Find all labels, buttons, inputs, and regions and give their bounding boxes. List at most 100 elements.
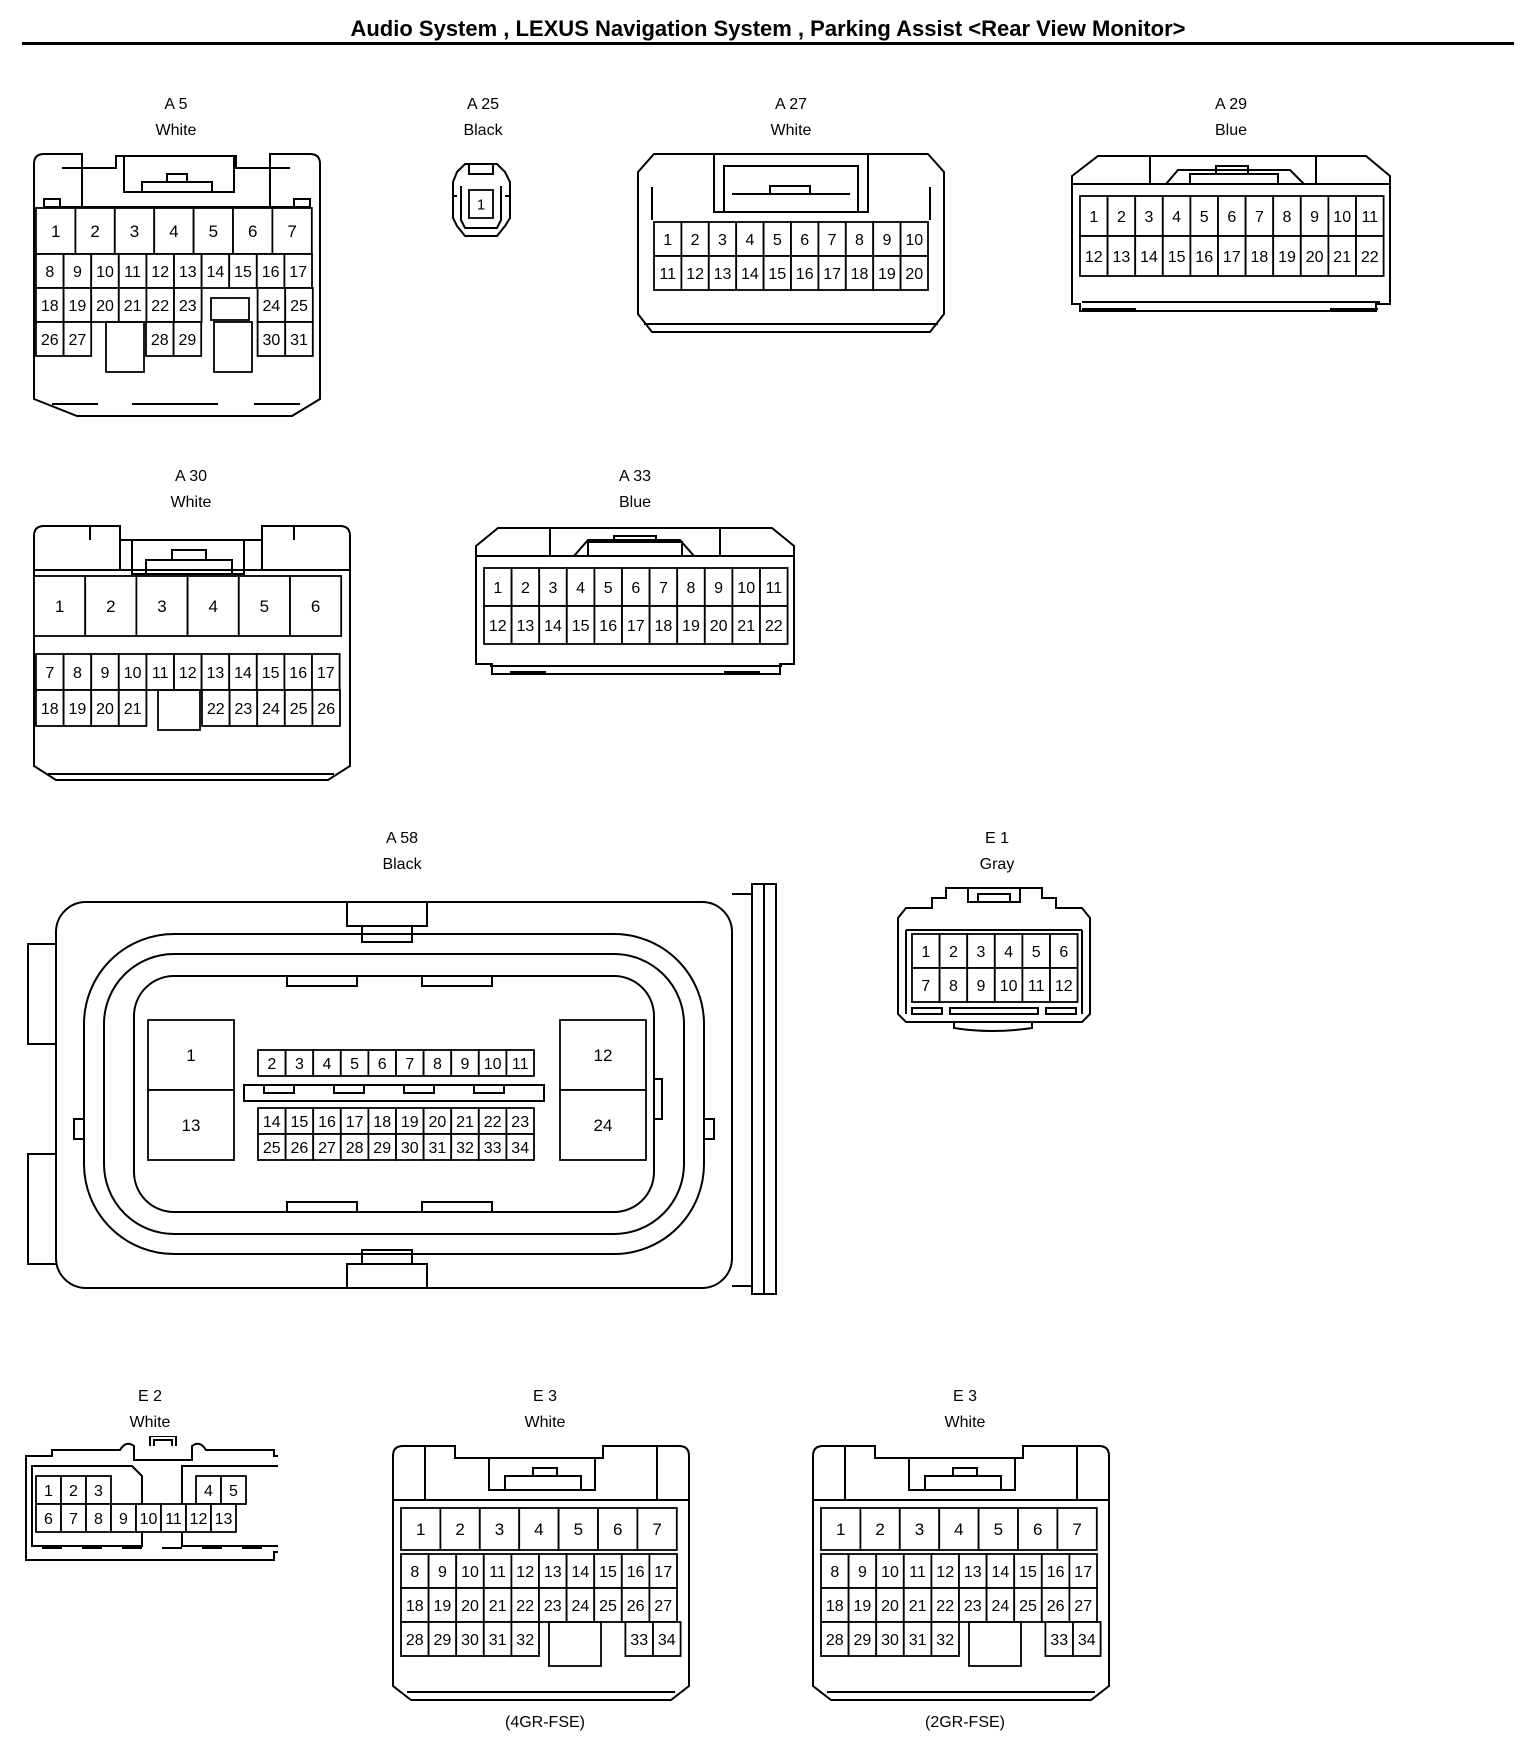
pin-number: 11	[765, 580, 782, 597]
pin-number: 19	[69, 298, 87, 315]
pin-cell	[35, 1475, 62, 1505]
pin: 14	[538, 605, 568, 645]
pin: 19	[1272, 235, 1302, 277]
pin-cell	[201, 689, 231, 727]
pin-cell	[1079, 235, 1109, 277]
pin: 14	[200, 253, 231, 289]
pin-number: 4	[576, 580, 585, 597]
pin: 5	[593, 567, 623, 607]
pin-cell	[762, 255, 792, 291]
pin: 9	[966, 967, 996, 1003]
pin-number: 22	[207, 701, 225, 718]
pin-number: 13	[517, 618, 535, 635]
pin: 9	[847, 1553, 878, 1589]
pin: 17	[648, 1553, 678, 1589]
pin: 2	[859, 1507, 901, 1551]
pin-number: 4	[323, 1056, 332, 1073]
connector-color: White	[524, 1414, 566, 1431]
pin: 14	[228, 653, 258, 691]
pin-cell	[1189, 235, 1219, 277]
pin-number: 5	[604, 580, 613, 597]
connector-note: (2GR-FSE)	[925, 1714, 1005, 1731]
pin-number: 15	[1168, 249, 1186, 266]
pin: 2	[60, 1475, 87, 1505]
pin-cell	[35, 653, 65, 691]
connector-color: Blue	[618, 494, 652, 511]
pin-number: 8	[855, 232, 864, 249]
pin-cell	[636, 1507, 678, 1551]
pin: 7	[271, 207, 313, 255]
pin: 16	[593, 605, 623, 645]
pin-number: 24	[992, 1598, 1010, 1615]
pin: 29	[847, 1621, 878, 1657]
pin-number: 21	[909, 1598, 927, 1615]
pin: 14	[985, 1553, 1016, 1589]
pin-number: 3	[549, 580, 558, 597]
pin-number: 19	[401, 1114, 419, 1131]
pin-cell	[135, 575, 189, 637]
pin: 32	[930, 1621, 960, 1657]
pin-number: 9	[101, 665, 110, 682]
pin-cell	[450, 1049, 480, 1077]
pin: 26	[311, 689, 341, 727]
pin-number: 9	[119, 1511, 128, 1528]
pin-number: 7	[1072, 1520, 1081, 1539]
pin-number: 12	[1085, 249, 1103, 266]
pin: 1	[147, 1019, 235, 1091]
pin: 11	[759, 567, 789, 607]
pin-number: 18	[41, 701, 59, 718]
pin-number: 7	[405, 1056, 414, 1073]
pin-cell	[400, 1553, 430, 1589]
pin-number: 32	[936, 1632, 954, 1649]
pin: 1	[33, 575, 87, 637]
pin-cell	[400, 1621, 430, 1657]
pin: 17	[1068, 1553, 1098, 1589]
pin: 17	[311, 653, 341, 691]
pin-number: 29	[854, 1632, 872, 1649]
pin-number: 18	[1251, 249, 1269, 266]
pin-number: 17	[654, 1564, 672, 1581]
pin: 15	[228, 253, 258, 289]
pin-number: 4	[954, 1520, 963, 1539]
pin-cell	[565, 567, 596, 607]
pin: 11	[1021, 967, 1051, 1003]
pin: 28	[339, 1133, 370, 1161]
pin: 14	[565, 1553, 596, 1589]
pin: 19	[872, 255, 902, 291]
pin: 13	[147, 1089, 235, 1161]
pin: 11	[653, 255, 683, 291]
pin: 25	[593, 1587, 623, 1623]
pin: 16	[620, 1553, 651, 1589]
pin-cell	[731, 605, 761, 645]
pin-number: 2	[1117, 209, 1126, 226]
pin-number: 34	[658, 1632, 676, 1649]
pin-number: 5	[773, 232, 782, 249]
connector-color: White	[129, 1414, 171, 1431]
pin-number: 11	[1028, 978, 1045, 995]
pin: 23	[958, 1587, 988, 1623]
connector-id: E 1	[984, 830, 1009, 847]
pin-number: 28	[151, 332, 169, 349]
pin: 13	[1106, 235, 1137, 277]
pin: 11	[145, 653, 175, 691]
pin-number: 33	[1050, 1632, 1068, 1649]
pin-number: 19	[434, 1598, 452, 1615]
pin-number: 27	[69, 332, 87, 349]
pin-number: 12	[516, 1564, 534, 1581]
pin-number: 11	[909, 1564, 926, 1581]
pin-number: 10	[737, 580, 755, 597]
pin-cell	[311, 689, 341, 727]
pin: 24	[559, 1089, 647, 1161]
pin-number: 34	[511, 1140, 529, 1157]
pin-cell	[477, 1133, 508, 1161]
pin-number: 21	[456, 1114, 474, 1131]
pin: 25	[1013, 1587, 1043, 1623]
pin: 2	[84, 575, 138, 637]
pin: 29	[427, 1621, 458, 1657]
pin-number: 17	[1223, 249, 1241, 266]
connector-color: Blue	[1214, 122, 1248, 139]
pin-cell	[283, 253, 313, 289]
pin-cell	[117, 689, 148, 727]
